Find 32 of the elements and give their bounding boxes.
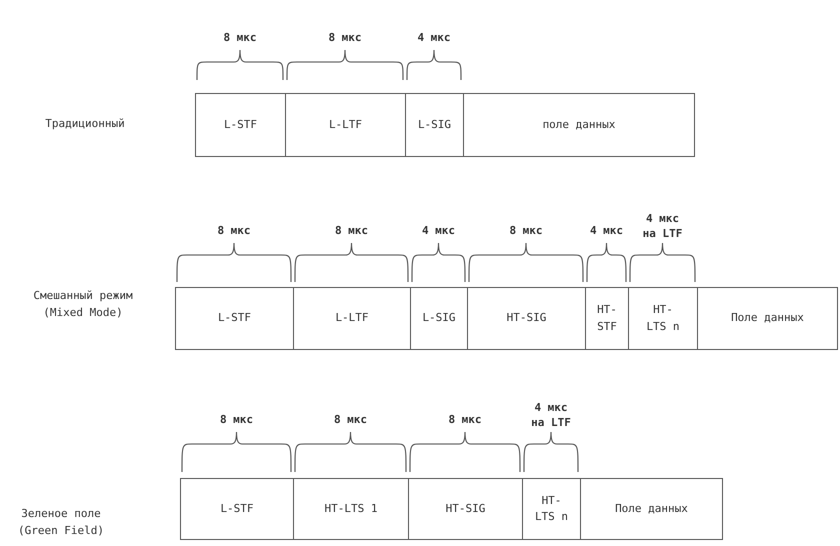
duration-label: 8 мкс	[447, 412, 483, 428]
frame-field: L-STF	[180, 478, 294, 540]
duration-label: 4 мкс на LTF	[530, 400, 572, 431]
frame-field: HT- LTS n	[522, 478, 581, 540]
frame-field: Поле данных	[580, 478, 723, 540]
duration-label: 4 мкс	[416, 30, 452, 46]
frame-field: HT-SIG	[408, 478, 523, 540]
frame-field: HT-SIG	[467, 287, 586, 350]
duration-label: 8 мкс	[334, 223, 370, 238]
duration-label: 8 мкс	[332, 412, 368, 428]
frame-field: L-SIG	[405, 93, 464, 157]
duration-label: 8 мкс	[216, 223, 252, 238]
duration-label: 8 мкс	[508, 223, 544, 238]
frame-field: L-LTF	[285, 93, 406, 157]
frame-field: HT- LTS n	[628, 287, 698, 350]
duration-label: 4 мкс на LTF	[642, 211, 684, 242]
duration-label: 4 мкс	[420, 223, 456, 238]
duration-label: 8 мкс	[218, 412, 254, 428]
frame-field: HT-LTS 1	[293, 478, 409, 540]
frame-field: поле данных	[463, 93, 695, 157]
row-label: Смешанный режим (Mixed Mode)	[32, 288, 134, 322]
row-label: Зеленое поле (Green Field)	[16, 506, 106, 540]
frame-field: L-SIG	[410, 287, 468, 350]
row-label: Традиционный	[44, 116, 126, 132]
frame-field: L-STF	[195, 93, 286, 157]
frame-field: L-LTF	[293, 287, 411, 350]
frame-field: Поле данных	[697, 287, 838, 350]
frame-field: HT- STF	[585, 287, 629, 350]
duration-label: 8 мкс	[327, 30, 363, 46]
frame-field: L-STF	[175, 287, 294, 350]
duration-label: 4 мкс	[588, 223, 624, 238]
duration-label: 8 мкс	[222, 30, 258, 46]
